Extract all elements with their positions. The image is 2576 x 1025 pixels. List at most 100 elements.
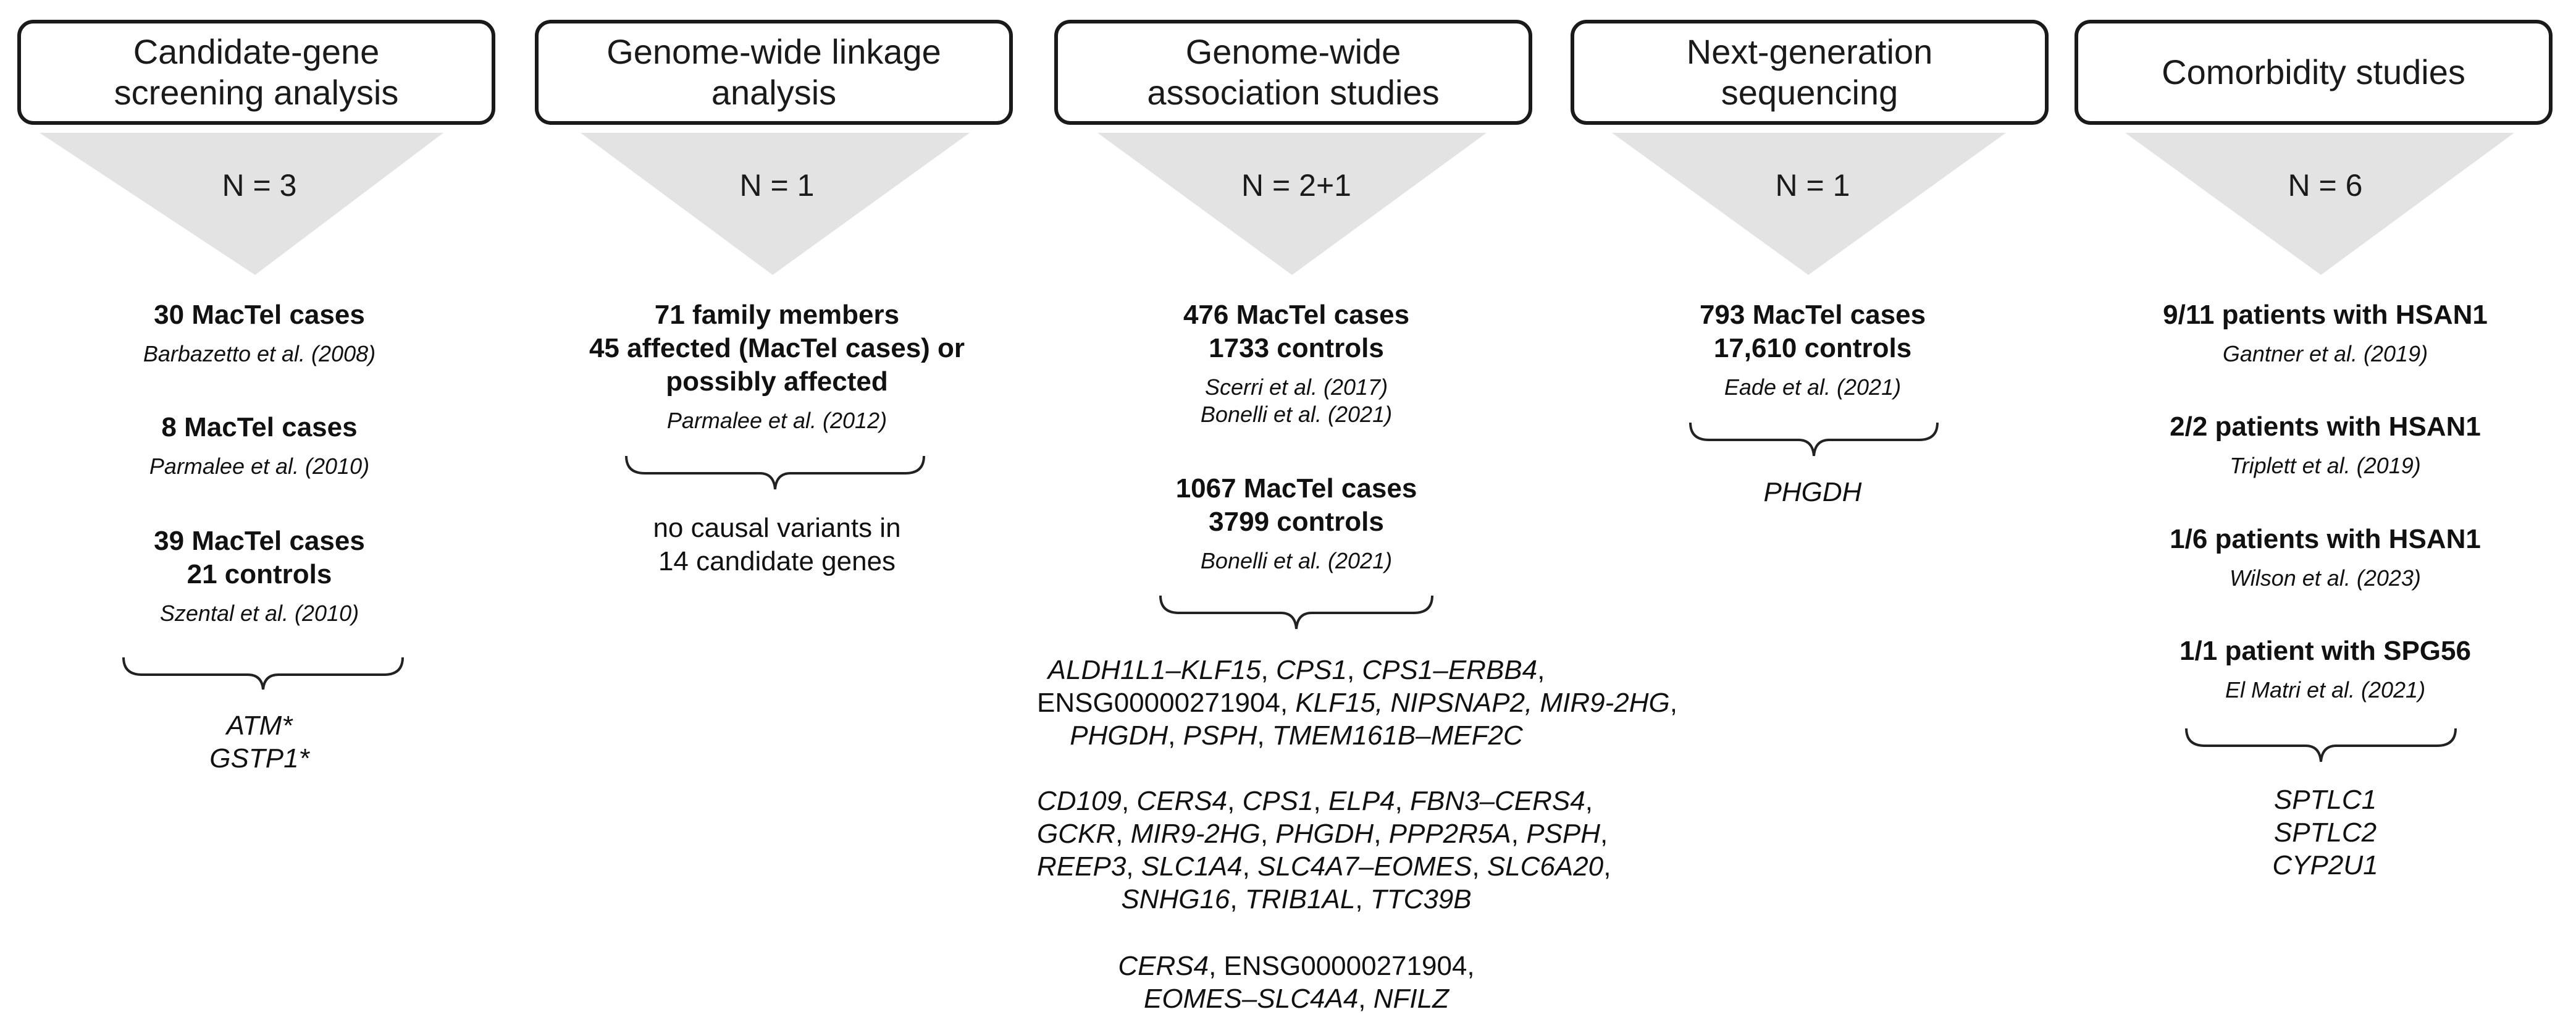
study-reference: Eade et al. (2021) [1724, 374, 1902, 400]
funnel-triangle [40, 133, 443, 275]
curly-brace [122, 657, 404, 690]
method-box: Next-generation sequencing [1571, 20, 2049, 125]
method-title: Genome-wide association studies [1147, 32, 1440, 112]
curly-brace [2185, 728, 2457, 762]
separator: , [1230, 884, 1245, 914]
study-count: N = 1 [1775, 168, 1850, 203]
gene-name: SPTLC1 [2273, 785, 2377, 815]
separator: , [1260, 819, 1276, 849]
study-sample: 1/1 patient with SPG56 [2180, 636, 2471, 666]
separator: , [1374, 819, 1389, 849]
funnel-triangle [1612, 133, 2006, 275]
funnel-triangle [1097, 133, 1487, 275]
gene-line: PHGDH, PSPH, TMEM161B–MEF2C [1037, 719, 1556, 752]
gene-name: PSPH [1183, 720, 1257, 751]
study-sample: 9/11 patients with HSAN1 [2163, 300, 2488, 330]
study-sample: 2/2 patients with HSAN1 [2170, 411, 2481, 442]
result-genes: PHGDH [1553, 476, 2072, 508]
gene-name: PPP2R5A [1388, 819, 1511, 849]
gene-id: ENSG00000271904, [1037, 688, 1296, 718]
study-block: 9/11 patients with HSAN1 Gantner et al. … [2066, 298, 2576, 368]
method-box: Comorbidity studies [2075, 20, 2553, 125]
separator: , [1395, 786, 1411, 816]
method-box: Genome-wide linkage analysis [535, 20, 1013, 125]
study-block: 71 family members 45 affected (MacTel ca… [518, 298, 1036, 434]
separator: , [1600, 819, 1608, 849]
gene-line: ALDH1L1–KLF15, CPS1, CPS1–ERBB4, [1037, 654, 1556, 686]
gene-name: PHGDH [1070, 720, 1168, 751]
gene-name: CPS1 [1276, 655, 1347, 685]
study-block: 2/2 patients with HSAN1 Triplett et al. … [2066, 410, 2576, 479]
separator: , [1669, 688, 1677, 718]
study-reference: Gantner et al. (2019) [2222, 341, 2428, 366]
study-reference: Parmalee et al. (2012) [666, 408, 887, 433]
method-box: Genome-wide association studies [1054, 20, 1532, 125]
study-block: 1/6 patients with HSAN1 Wilson et al. (2… [2066, 523, 2576, 592]
gene-name: CPS1–ERBB4 [1362, 655, 1538, 685]
gene-line: EOMES–SLC4A4, NFILZ [1037, 982, 1556, 1015]
study-reference: Parmalee et al. (2010) [149, 453, 370, 479]
gene-name: CERS4 [1136, 786, 1228, 816]
gene-line: CYP2U1 [2066, 849, 2576, 882]
curly-brace [1689, 422, 1939, 457]
separator: , [1121, 786, 1137, 816]
study-sample: 8 MacTel cases [161, 412, 358, 442]
separator: , [1537, 655, 1545, 685]
column-ngs: Next-generation sequencing N = 1 793 Mac… [1553, 0, 2072, 1025]
gene-name: SLC1A4 [1141, 851, 1243, 882]
result-text: no causal variants in 14 candidate genes [653, 513, 901, 576]
separator: , [1126, 851, 1141, 882]
study-reference: Barbazetto et al. (2008) [143, 341, 376, 366]
study-reference: Bonelli et al. (2021) [1200, 548, 1393, 573]
study-block: 8 MacTel cases Parmalee et al. (2010) [0, 411, 519, 480]
gene-line: GCKR, MIR9-2HG, PHGDH, PPP2R5A, PSPH, [1037, 817, 1608, 850]
separator: , [1257, 720, 1272, 751]
separator: , [1585, 786, 1593, 816]
gene-line: CD109, CERS4, CPS1, ELP4, FBN3–CERS4, [1037, 785, 1593, 817]
column-comorbidity: Comorbidity studies N = 6 9/11 patients … [2057, 0, 2576, 1025]
gene-group: ALDH1L1–KLF15, CPS1, CPS1–ERBB4, ENSG000… [1037, 654, 1677, 752]
separator: , [1227, 786, 1243, 816]
method-title: Genome-wide linkage analysis [606, 32, 941, 112]
gene-name: SLC6A20 [1487, 851, 1604, 882]
gene-line: ATM* [0, 709, 519, 742]
gene-name: CYP2U1 [2272, 850, 2378, 880]
funnel-triangle [581, 133, 970, 275]
gene-line: REEP3, SLC1A4, SLC4A7–EOMES, SLC6A20, [1037, 850, 1611, 883]
gene-name: MIR9-2HG [1130, 819, 1261, 849]
gene-name: TMEM161B–MEF2C [1272, 720, 1523, 751]
gene-group: CERS4, ENSG00000271904, EOMES–SLC4A4, NF… [1037, 950, 1556, 1015]
gene-line: GSTP1* [0, 742, 519, 775]
separator: , [1472, 851, 1487, 882]
study-count: N = 1 [739, 168, 815, 203]
study-reference: Wilson et al. (2023) [2230, 565, 2421, 591]
method-box: Candidate-gene screening analysis [17, 20, 495, 125]
study-count: N = 3 [222, 168, 297, 203]
gene-name: PSPH [1526, 819, 1601, 849]
study-sample: 71 family members 45 affected (MacTel ca… [589, 300, 965, 397]
gene-line: SNHG16, TRIB1AL, TTC39B [1037, 883, 1556, 916]
gene-name: EOMES–SLC4A4 [1144, 984, 1359, 1014]
result-genes: SPTLC1 SPTLC2 CYP2U1 [2066, 783, 2576, 882]
column-linkage: Genome-wide linkage analysis N = 1 71 fa… [518, 0, 1036, 1025]
gene-name: SPTLC2 [2273, 817, 2377, 848]
study-reference: Scerri et al. (2017) Bonelli et al. (202… [1200, 374, 1393, 427]
gene-name: FBN3–CERS4 [1410, 786, 1585, 816]
curly-brace [625, 455, 925, 490]
separator: , [1313, 786, 1328, 816]
gene-name: ELP4 [1328, 786, 1395, 816]
study-sample: 30 MacTel cases [154, 300, 365, 330]
gene-name: CD109 [1037, 786, 1122, 816]
separator: , [1115, 819, 1131, 849]
gene-name: SLC4A7–EOMES [1257, 851, 1472, 882]
study-block: 793 MacTel cases 17,610 controls Eade et… [1553, 298, 2072, 401]
separator: , [1511, 819, 1527, 849]
study-sample: 39 MacTel cases 21 controls [154, 526, 365, 589]
study-count: N = 6 [2288, 168, 2363, 203]
gene-name: NFILZ [1373, 984, 1449, 1014]
curly-brace [1159, 595, 1433, 630]
study-sample: 1/6 patients with HSAN1 [2170, 524, 2481, 554]
gene-id: , ENSG00000271904, [1209, 951, 1475, 981]
study-count: N = 2+1 [1241, 168, 1351, 203]
study-block: 1067 MacTel cases 3799 controls Bonelli … [1037, 472, 1556, 575]
